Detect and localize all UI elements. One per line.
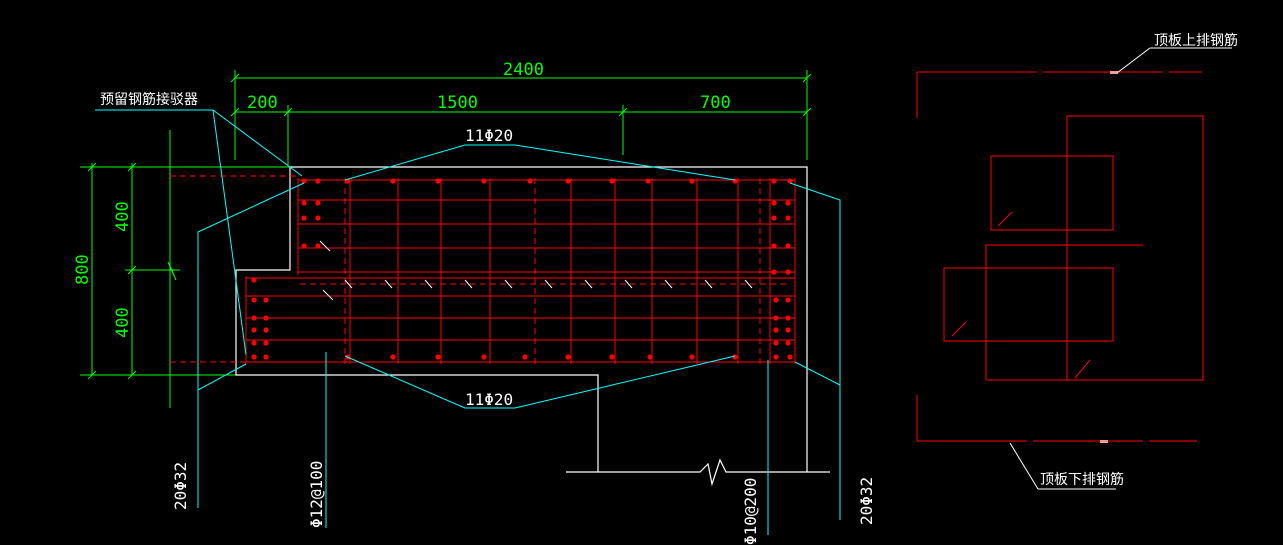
rebar-dot [251, 327, 257, 333]
dimension-lines [80, 70, 812, 408]
rebar-dot [785, 297, 791, 303]
rebar-cage [170, 175, 796, 364]
rebar-dot [315, 200, 321, 206]
rebar-dot [785, 269, 791, 275]
rebar-dot [773, 327, 779, 333]
stirrup-12-label: Φ12@100 [307, 461, 326, 528]
rebar-dot [263, 327, 269, 333]
rebar-dot [689, 354, 695, 360]
rebar-dot [609, 178, 615, 184]
rebar-dot [565, 178, 571, 184]
rebar-dot [771, 178, 777, 184]
rebar-dot [251, 297, 257, 303]
rebar-dot [732, 354, 738, 360]
rebar-dot [732, 178, 738, 184]
stirrup-10-label: Φ10@200 [741, 478, 760, 545]
dim-overall-height: 800 [73, 254, 93, 285]
rebar-dot [263, 315, 269, 321]
slab-rebar-detail: 顶板上排钢筋 顶板下排钢筋 [916, 32, 1238, 490]
rebar-dot [771, 215, 777, 221]
rebar-dots [251, 178, 793, 360]
slab-top-rebar-label: 顶板上排钢筋 [1154, 32, 1238, 49]
left-bars-label: 20Φ32 [171, 462, 190, 510]
rebar-dot [771, 200, 777, 206]
rebar-dot [263, 297, 269, 303]
rebar-dot [481, 354, 487, 360]
rebar-dot [647, 354, 653, 360]
rebar-dot [787, 354, 793, 360]
rebar-dot [785, 243, 791, 249]
section-outline [235, 166, 830, 487]
slab-bottom-rebar-label: 顶板下排钢筋 [1040, 471, 1124, 488]
leader-lines [95, 109, 841, 535]
rebar-dot [315, 215, 321, 221]
rebar-dot [522, 354, 528, 360]
dim-middle-segment: 1500 [437, 93, 478, 113]
rebar-dot [785, 340, 791, 346]
rebar-dot [390, 178, 396, 184]
rebar-dot [390, 354, 396, 360]
rebar-dot [565, 354, 571, 360]
rebar-dot [435, 354, 441, 360]
top-bars-label: 11Φ20 [465, 126, 513, 145]
dim-overall-width: 2400 [503, 60, 544, 80]
rebar-dot [785, 315, 791, 321]
rebar-dot [263, 340, 269, 346]
rebar-dot [251, 315, 257, 321]
rebar-dot [785, 327, 791, 333]
rebar-dot [773, 354, 779, 360]
right-bars-label: 20Φ32 [857, 477, 876, 525]
rebar-dot [301, 178, 307, 184]
bottom-bars-label: 11Φ20 [465, 390, 513, 409]
rebar-dot [771, 269, 777, 275]
dim-lower-height: 400 [113, 307, 133, 338]
rebar-dot [301, 243, 307, 249]
rebar-dot [315, 178, 321, 184]
dim-right-segment: 700 [700, 93, 731, 113]
annotation-labels: 预留钢筋接驳器 11Φ20 11Φ20 20Φ32 Φ12@100 Φ10@20… [100, 91, 876, 545]
rebar-dot [251, 340, 257, 346]
dim-left-segment: 200 [247, 93, 278, 113]
rebar-dot [301, 215, 307, 221]
rebar-dot [301, 200, 307, 206]
rebar-dot [771, 243, 777, 249]
rebar-dot [689, 178, 695, 184]
rebar-dot [773, 297, 779, 303]
dim-upper-height: 400 [113, 201, 133, 232]
rebar-dot [481, 178, 487, 184]
coupler-label: 预留钢筋接驳器 [100, 91, 198, 108]
dimension-text: 2400 200 1500 700 800 400 400 [73, 60, 731, 338]
rebar-dot [785, 215, 791, 221]
rebar-dot [787, 178, 793, 184]
rebar-dot [251, 277, 257, 283]
rebar-dot [645, 178, 651, 184]
rebar-dot [263, 354, 269, 360]
rebar-dot [527, 178, 533, 184]
rebar-dot [435, 178, 441, 184]
rebar-dot [251, 354, 257, 360]
rebar-dot [315, 243, 321, 249]
rebar-dot [773, 315, 779, 321]
rebar-dot [785, 200, 791, 206]
rebar-dot [773, 340, 779, 346]
rebar-dot [609, 354, 615, 360]
